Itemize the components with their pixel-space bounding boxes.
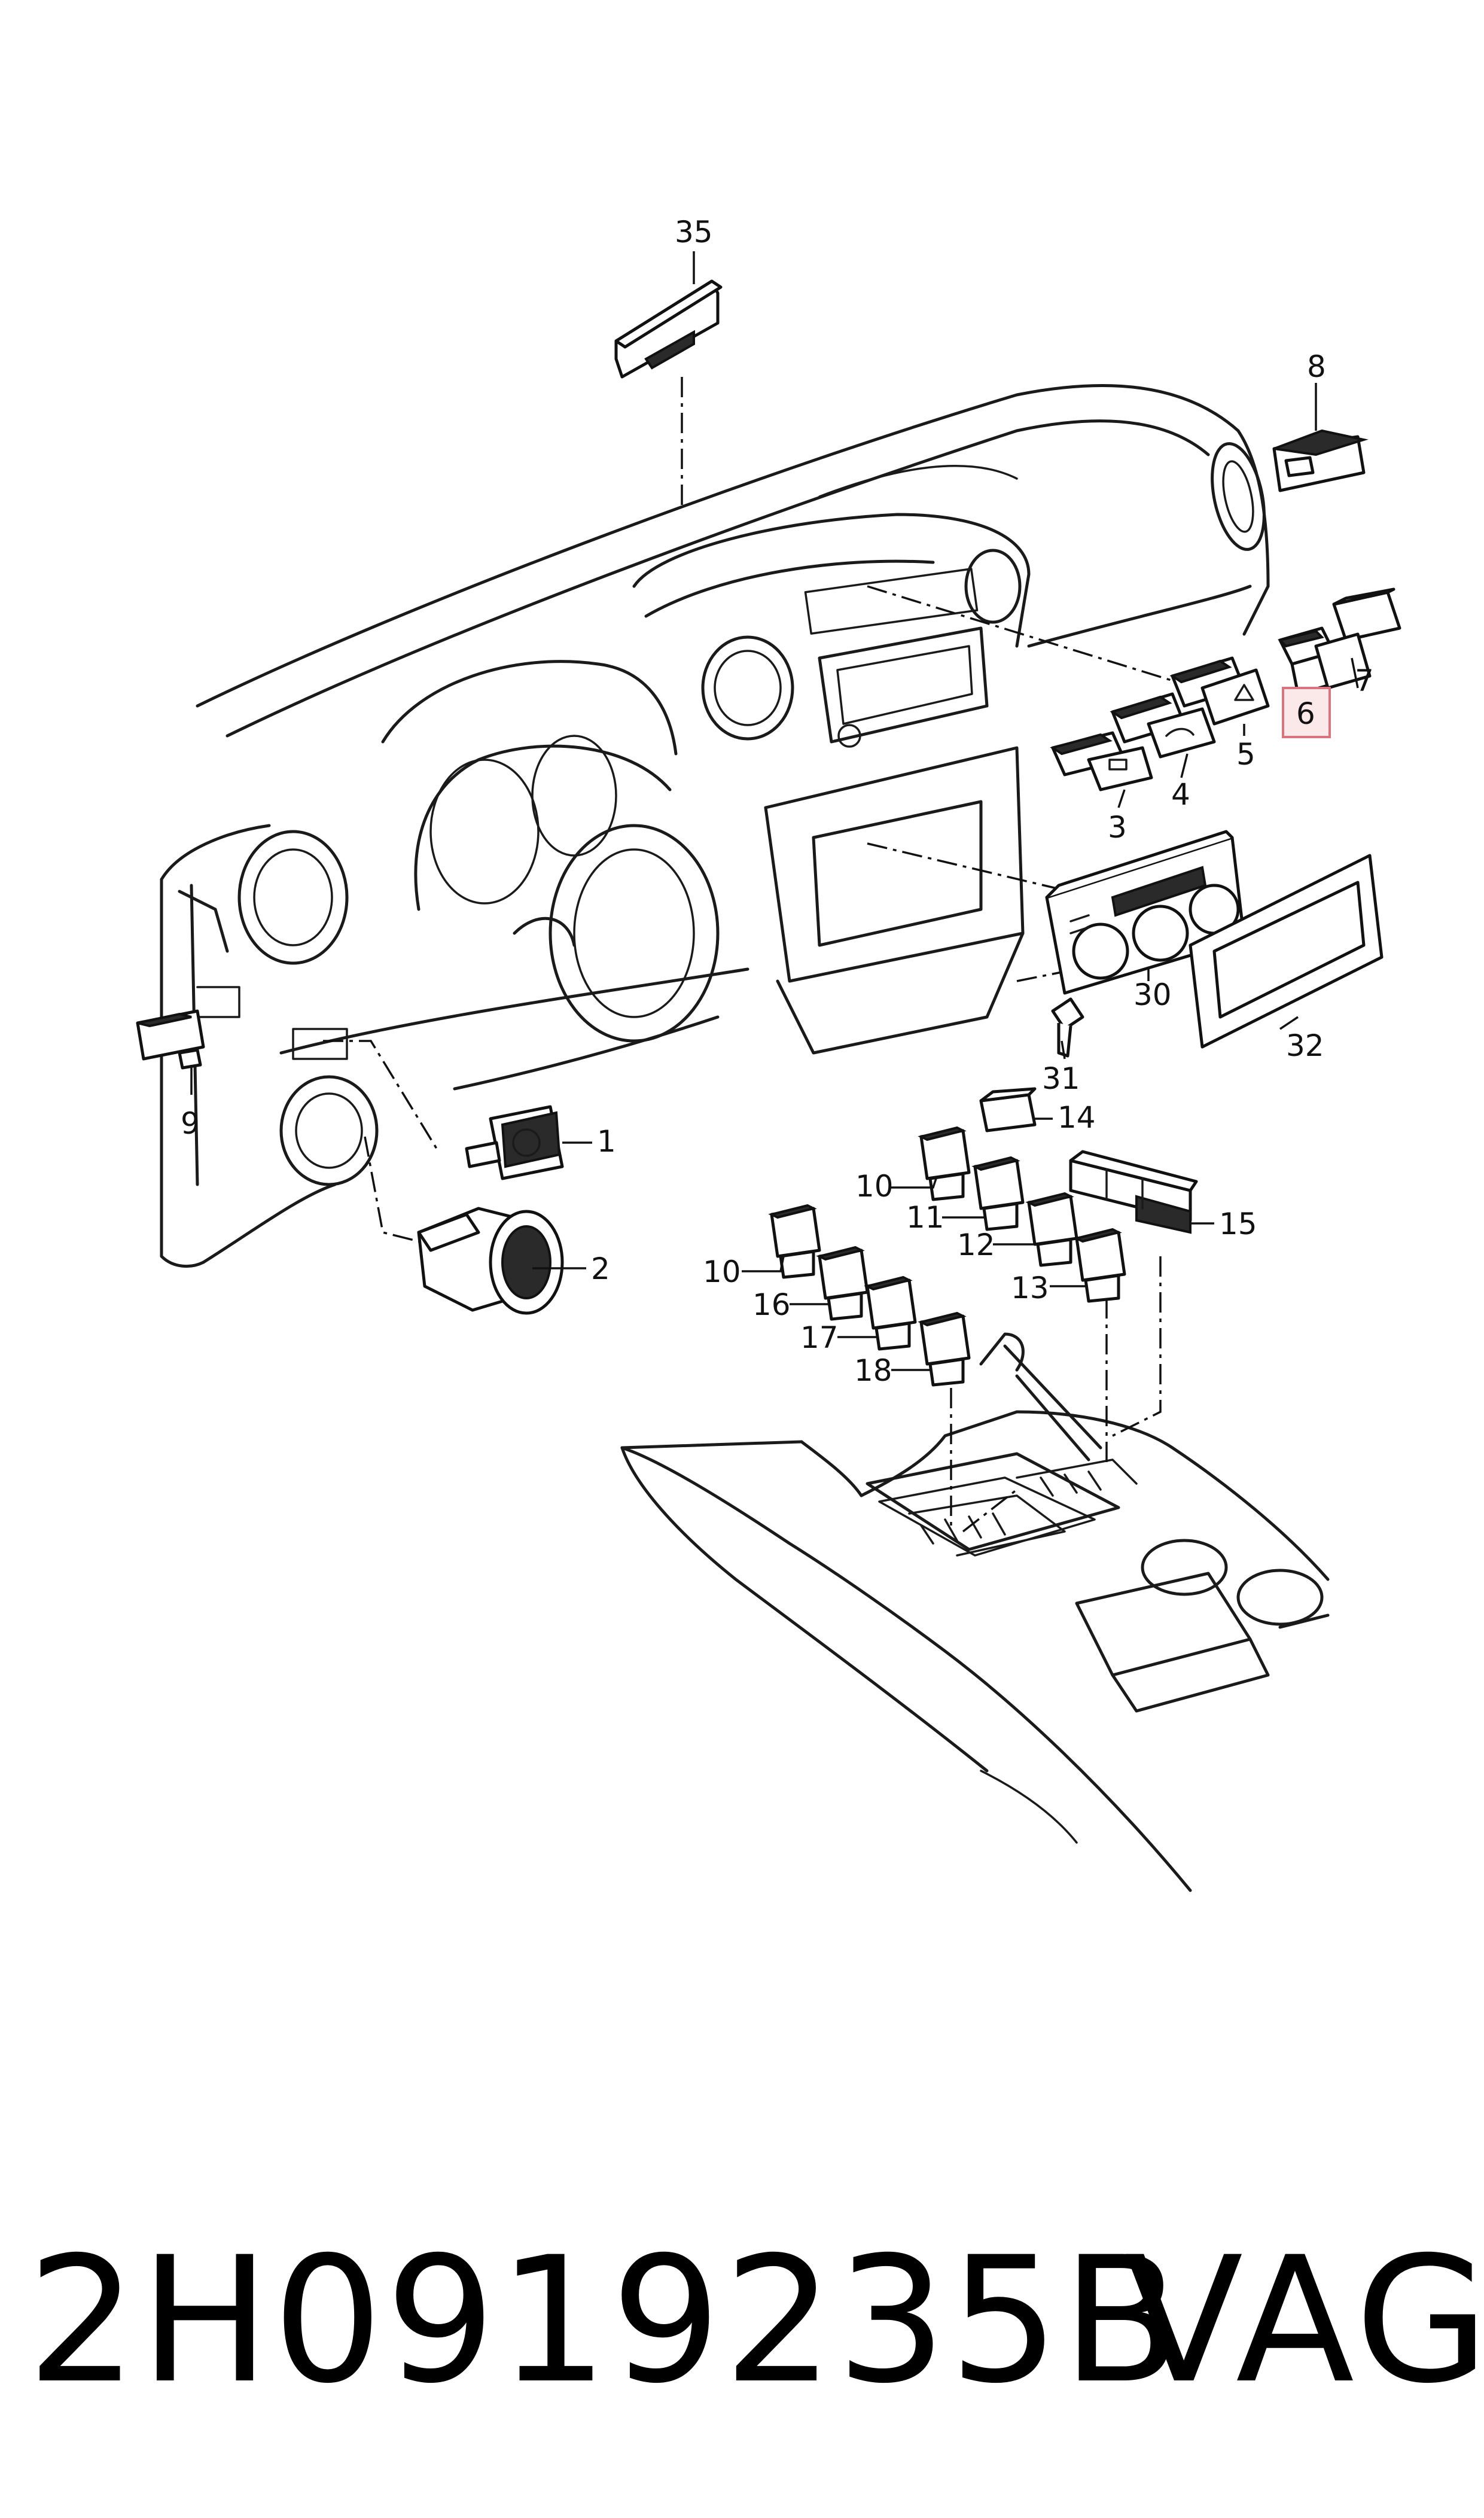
callout-32: 32	[1286, 1028, 1324, 1063]
part-8-switch	[1272, 429, 1369, 492]
callout-10-upper: 10	[855, 1169, 894, 1204]
part-3-switch	[1050, 731, 1153, 791]
callout-16: 16	[752, 1287, 791, 1322]
part-30-climate-control	[1045, 830, 1246, 995]
callout-17: 17	[800, 1320, 839, 1355]
part-18-switch	[918, 1311, 971, 1387]
part-10-switch-upper	[918, 1126, 971, 1201]
dashboard-outline	[160, 383, 1270, 1268]
part-7-switch-cap	[1332, 587, 1401, 642]
part-16-switch	[816, 1246, 869, 1321]
callout-14: 14	[1058, 1100, 1096, 1135]
callout-8: 8	[1307, 349, 1326, 384]
callout-31: 31	[1042, 1061, 1080, 1096]
part-4-switch	[1110, 692, 1216, 759]
callout-6-highlight	[1282, 687, 1331, 738]
part-14-switch-blank	[979, 1087, 1037, 1132]
part-10-switch-lower	[768, 1204, 821, 1279]
center-console-outline	[620, 1332, 1330, 1892]
part-1-switch-module	[465, 1105, 564, 1180]
part-11-switch	[971, 1156, 1025, 1231]
part-5-hazard-switch	[1169, 656, 1270, 726]
part-31-screw	[1051, 997, 1084, 1058]
callout-10-lower: 10	[703, 1255, 741, 1289]
callout-5: 5	[1236, 737, 1256, 772]
callout-7: 7	[1355, 663, 1374, 698]
callout-15: 15	[1219, 1207, 1257, 1241]
callout-2: 2	[591, 1252, 610, 1286]
part-15-switch-blanks	[1069, 1150, 1198, 1234]
callout-labels: 35 8 7 6 5 4 3 30 32 31 9 1 2 14 10 11 1…	[181, 215, 1374, 1388]
part-6-switch	[1278, 626, 1372, 696]
callout-35: 35	[675, 215, 713, 249]
callout-3: 3	[1108, 810, 1127, 845]
callout-13: 13	[1011, 1271, 1049, 1305]
callout-30: 30	[1133, 978, 1172, 1012]
part-13-switch	[1073, 1228, 1126, 1303]
part-17-switch	[864, 1275, 917, 1351]
callout-4: 4	[1171, 777, 1190, 812]
part-12-switch	[1025, 1192, 1078, 1267]
callout-6: 6	[1296, 696, 1315, 731]
callout-9: 9	[181, 1106, 200, 1141]
part-number-label: 2H0919235B	[27, 2220, 1184, 2422]
callout-leader-lines	[190, 251, 1359, 1371]
callout-1: 1	[597, 1124, 616, 1159]
part-9-switch	[136, 1009, 205, 1070]
callout-18: 18	[854, 1353, 892, 1388]
part-35-center-speaker-cover	[614, 279, 723, 379]
callout-12: 12	[957, 1228, 995, 1262]
brand-label: VAG	[1125, 2220, 1484, 2422]
part-2-headlight-switch	[417, 1207, 564, 1315]
part-32-trim-frame	[1189, 854, 1384, 1049]
callout-11: 11	[906, 1200, 944, 1235]
